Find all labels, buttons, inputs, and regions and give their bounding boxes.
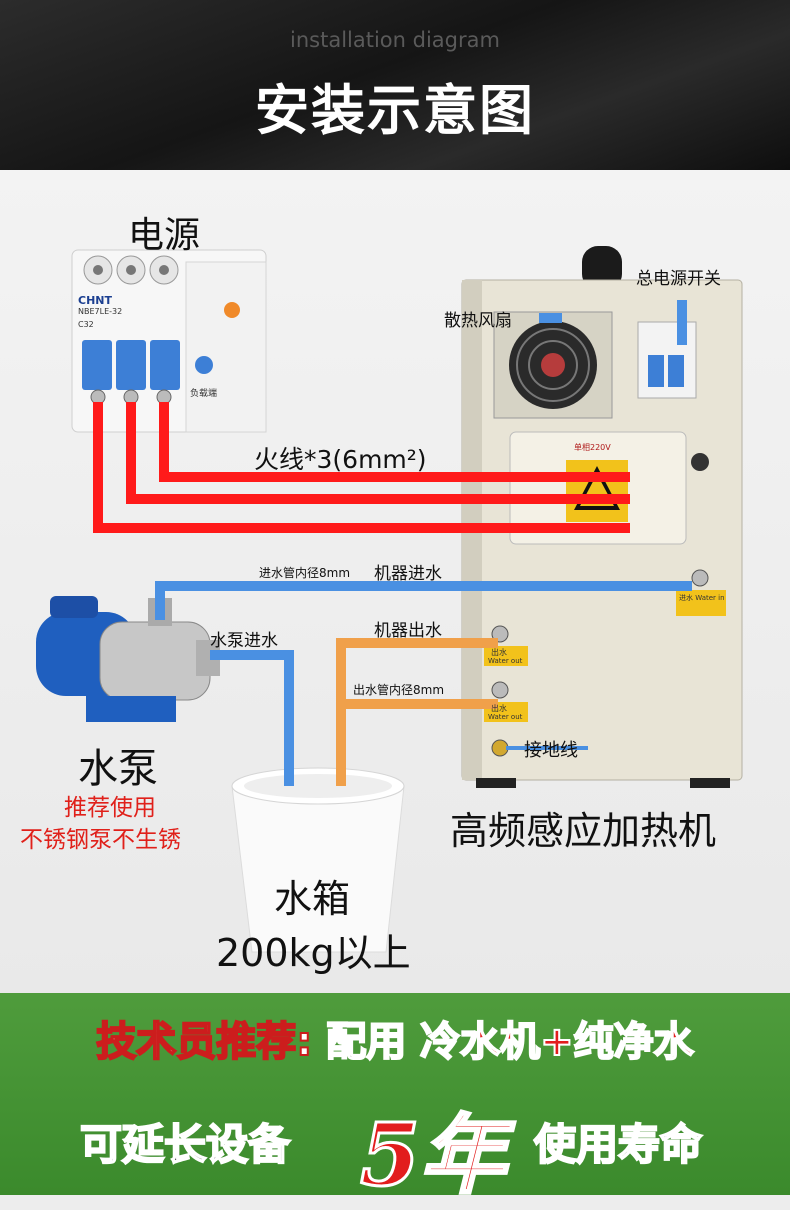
pump-note-2: 不锈钢泵不生锈: [20, 827, 181, 853]
pump-inlet-label: 水泵进水: [210, 631, 278, 651]
orange-pipes: [336, 638, 498, 786]
water-out-en-2: Water out: [488, 713, 523, 721]
machine-outlet-label: 机器出水: [374, 621, 442, 641]
live-wires: [93, 402, 630, 533]
voltage-label: 单相220V: [574, 443, 611, 452]
ground-label: 接地线: [524, 740, 578, 761]
water-out-tag-2: 出水: [491, 704, 507, 713]
header-banner: installation diagram 安装示意图: [0, 0, 790, 170]
live-wire-label: 火线*3(6mm²): [254, 445, 427, 474]
fan-label: 散热风扇: [444, 311, 512, 331]
footer-extend-text: 可延长设备: [79, 1119, 291, 1170]
heating-machine: [461, 246, 743, 788]
footer-line-1: 技术员推荐: 配用 冷水机+纯净水: [0, 1009, 790, 1067]
machine-name-label: 高频感应加热机: [450, 809, 717, 853]
circuit-breaker: [71, 249, 267, 433]
footer-lifespan-text: 使用寿命: [533, 1119, 703, 1170]
tank-capacity: 200kg以上: [216, 931, 411, 975]
page-title: 安装示意图: [255, 79, 535, 142]
footer-line-2: 可延长设备 5年 使用寿命: [0, 1091, 790, 1208]
power-source-label: 电源: [128, 215, 201, 256]
water-out-tag-1: 出水: [491, 648, 507, 657]
footer-years: 5年: [359, 1104, 508, 1208]
breaker-brand: CHNT: [78, 294, 112, 307]
main-switch-label: 总电源开关: [636, 269, 721, 289]
pump-label: 水泵: [78, 746, 158, 792]
water-tank: [231, 767, 405, 953]
diagram-area: CHNT NBE7LE-32 C32 负载端 单相220V 进水 Water i…: [0, 170, 790, 993]
blue-pipes: [155, 300, 692, 786]
tank-label: 水箱: [274, 877, 351, 921]
inlet-spec-label: 进水管内径8mm: [259, 566, 351, 580]
footer-recommend-use: 配用: [325, 1018, 407, 1066]
footer-banner: 技术员推荐: 配用 冷水机+纯净水 可延长设备 5年 使用寿命: [0, 993, 790, 1208]
machine-inlet-label: 机器进水: [374, 564, 442, 584]
footer-recommend-items: 冷水机+纯净水: [419, 1018, 695, 1066]
breaker-rating: C32: [78, 320, 94, 329]
outlet-spec-label: 出水管内径8mm: [353, 683, 445, 697]
water-in-tag: 进水 Water in: [679, 594, 725, 602]
breaker-load-text: 负载端: [190, 389, 218, 399]
water-pump: [36, 596, 220, 722]
diagram-svg: [36, 246, 743, 953]
footer-recommend-prefix: 技术员推荐:: [95, 1018, 313, 1066]
pump-note-1: 推荐使用: [64, 795, 156, 821]
water-out-en-1: Water out: [488, 657, 523, 665]
header-subtitle: installation diagram: [290, 28, 500, 52]
breaker-model: NBE7LE-32: [78, 307, 123, 316]
